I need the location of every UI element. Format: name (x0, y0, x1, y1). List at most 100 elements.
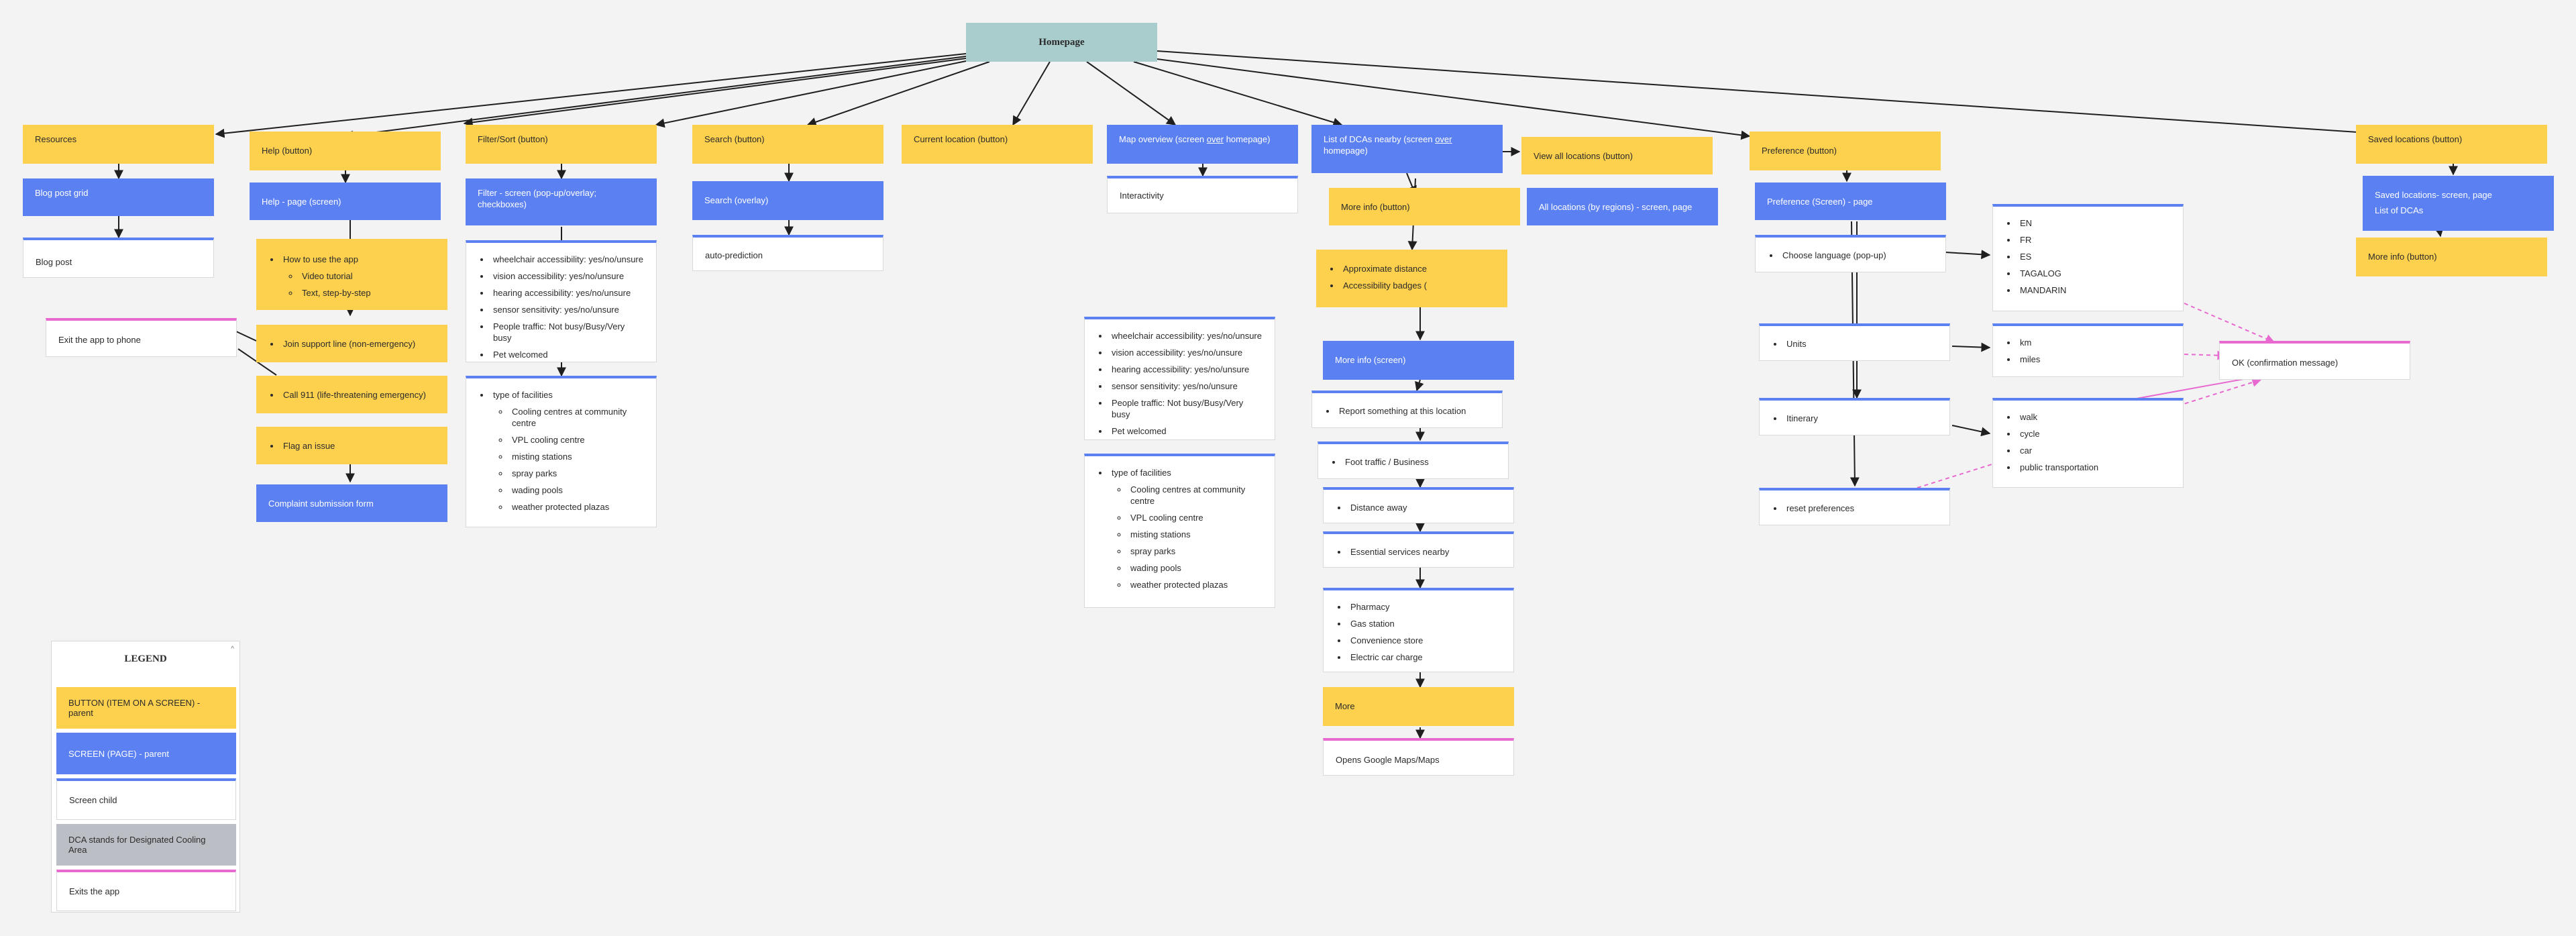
dca-facilities-list: type of facilitiesCooling centres at com… (1084, 454, 1275, 608)
exit-app-node: Exit the app to phone (46, 318, 237, 357)
call-911-node: Call 911 (life-threatening emergency) (256, 376, 447, 413)
service-item: Gas station (1348, 618, 1501, 629)
languages-list-node: ENFRESTAGALOGMANDARIN (1992, 204, 2184, 311)
accessibility-item: People traffic: Not busy/Busy/Very busy (490, 321, 644, 344)
saved-screen-line2: List of DCAs (2375, 205, 2424, 215)
units-label: Units (1784, 338, 1937, 350)
unit-item: km (2017, 337, 2171, 348)
filter-sort-button-node: Filter/Sort (button) (466, 125, 657, 164)
distance-label: Distance away (1348, 502, 1501, 513)
accessibility-badges-item: Accessibility badges ( (1340, 280, 1495, 291)
saved-more-info-node: More info (button) (2356, 238, 2547, 276)
facility-item: Cooling centres at community centre (1128, 484, 1263, 507)
homepage-node: Homepage (966, 23, 1157, 62)
map-label-before: Map overview (screen (1119, 134, 1207, 144)
approx-distance-item: Approximate distance (1340, 263, 1495, 274)
map-label-under: over (1206, 134, 1224, 144)
service-item: Electric car charge (1348, 652, 1501, 663)
foot-traffic-label: Foot traffic / Business (1342, 456, 1496, 468)
help-button-node: Help (button) (250, 132, 441, 170)
text-step-item: Text, step-by-step (299, 287, 435, 299)
facility-item: Cooling centres at community centre (509, 406, 644, 429)
legend-title: LEGEND (124, 654, 167, 664)
transport-item: public transportation (2017, 462, 2171, 473)
facility-item: weather protected plazas (1128, 579, 1263, 590)
language-item: MANDARIN (2017, 284, 2171, 296)
map-overview-node: Map overview (screen over homepage) (1107, 125, 1298, 164)
legend-panel: LEGEND ^ BUTTON (ITEM ON A SCREEN) - par… (51, 641, 240, 913)
more-node: More (1323, 687, 1514, 726)
legend-button-swatch: BUTTON (ITEM ON A SCREEN) - parent (56, 687, 236, 729)
ok-confirmation-node: OK (confirmation message) (2219, 341, 2410, 380)
saved-screen-line1: Saved locations- screen, page (2375, 190, 2492, 200)
facility-item: VPL cooling centre (509, 434, 644, 446)
current-location-node: Current location (button) (902, 125, 1093, 164)
how-to-use-label: How to use the app (283, 254, 359, 264)
legend-dca-swatch: DCA stands for Designated Cooling Area (56, 824, 236, 866)
preference-screen-node: Preference (Screen) - page (1755, 183, 1946, 220)
more-info-button-node: More info (button) (1329, 188, 1520, 225)
video-tutorial-item: Video tutorial (299, 270, 435, 282)
itinerary-node: Itinerary (1759, 398, 1950, 435)
how-to-use-node: How to use the app Video tutorial Text, … (256, 239, 447, 310)
facility-item: misting stations (509, 451, 644, 462)
unit-item: miles (2017, 354, 2171, 365)
accessibility-item: People traffic: Not busy/Busy/Very busy (1109, 397, 1263, 420)
google-maps-node: Opens Google Maps/Maps (1323, 738, 1514, 776)
dca-label-under: over (1435, 134, 1452, 144)
transport-item: cycle (2017, 428, 2171, 439)
resources-button-node: Resources (23, 125, 214, 164)
auto-prediction-node: auto-prediction (692, 235, 883, 271)
report-label: Report something at this location (1336, 405, 1490, 417)
filter-accessibility-list: wheelchair accessibility: yes/no/unsure v… (466, 240, 657, 362)
facility-item: VPL cooling centre (1128, 512, 1263, 523)
reset-preferences-label: reset preferences (1784, 503, 1937, 514)
legend-child-swatch: Screen child (56, 778, 236, 820)
facility-item: weather protected plazas (509, 501, 644, 513)
essential-services-label: Essential services nearby (1348, 546, 1501, 558)
distance-node: Distance away (1323, 487, 1514, 523)
blog-post-grid-node: Blog post grid (23, 178, 214, 216)
interactivity-node: Interactivity (1107, 176, 1298, 213)
service-item: Convenience store (1348, 635, 1501, 646)
services-list-node: PharmacyGas stationConvenience storeElec… (1323, 588, 1514, 672)
help-screen-node: Help - page (screen) (250, 183, 441, 220)
support-line-label: Join support line (non-emergency) (280, 338, 435, 350)
report-node: Report something at this location (1311, 391, 1503, 428)
complaint-form-node: Complaint submission form (256, 484, 447, 522)
accessibility-item: vision accessibility: yes/no/unsure (1109, 347, 1263, 358)
call-911-label: Call 911 (life-threatening emergency) (280, 389, 435, 401)
collapse-caret-icon[interactable]: ^ (231, 645, 234, 653)
search-overlay-node: Search (overlay) (692, 181, 883, 220)
language-item: TAGALOG (2017, 268, 2171, 279)
legend-exit-swatch: Exits the app (56, 870, 236, 911)
accessibility-item: vision accessibility: yes/no/unsure (490, 270, 644, 282)
filter-facilities-list: type of facilitiesCooling centres at com… (466, 376, 657, 527)
preference-button-node: Preference (button) (1750, 132, 1941, 170)
flag-issue-label: Flag an issue (280, 440, 435, 452)
dca-accessibility-list: wheelchair accessibility: yes/no/unsurev… (1084, 317, 1275, 440)
search-button-node: Search (button) (692, 125, 883, 164)
choose-language-node: Choose language (pop-up) (1755, 235, 1946, 272)
facility-item: spray parks (509, 468, 644, 479)
dca-label-after: homepage) (1324, 146, 1368, 156)
transport-options-node: walk cycle car public transportation (1992, 398, 2184, 488)
accessibility-item: hearing accessibility: yes/no/unsure (490, 287, 644, 299)
accessibility-item: Pet welcomed (1109, 425, 1263, 437)
more-info-screen-node: More info (screen) (1323, 341, 1514, 380)
dca-badges-node: Approximate distance Accessibility badge… (1316, 250, 1507, 307)
view-all-button-node: View all locations (button) (1521, 137, 1713, 174)
facility-item: wading pools (1128, 562, 1263, 574)
support-line-node: Join support line (non-emergency) (256, 325, 447, 362)
dca-list-node: List of DCAs nearby (screen over homepag… (1311, 125, 1503, 173)
unit-options-node: km miles (1992, 323, 2184, 377)
accessibility-item: sensor sensitivity: yes/no/unsure (490, 304, 644, 315)
accessibility-item: wheelchair accessibility: yes/no/unsure (490, 254, 644, 265)
transport-item: car (2017, 445, 2171, 456)
flag-issue-node: Flag an issue (256, 427, 447, 464)
reset-preferences-node: reset preferences (1759, 488, 1950, 525)
language-item: FR (2017, 234, 2171, 246)
all-locations-screen-node: All locations (by regions) - screen, pag… (1527, 188, 1718, 225)
map-label-after: homepage) (1224, 134, 1271, 144)
transport-item: walk (2017, 411, 2171, 423)
